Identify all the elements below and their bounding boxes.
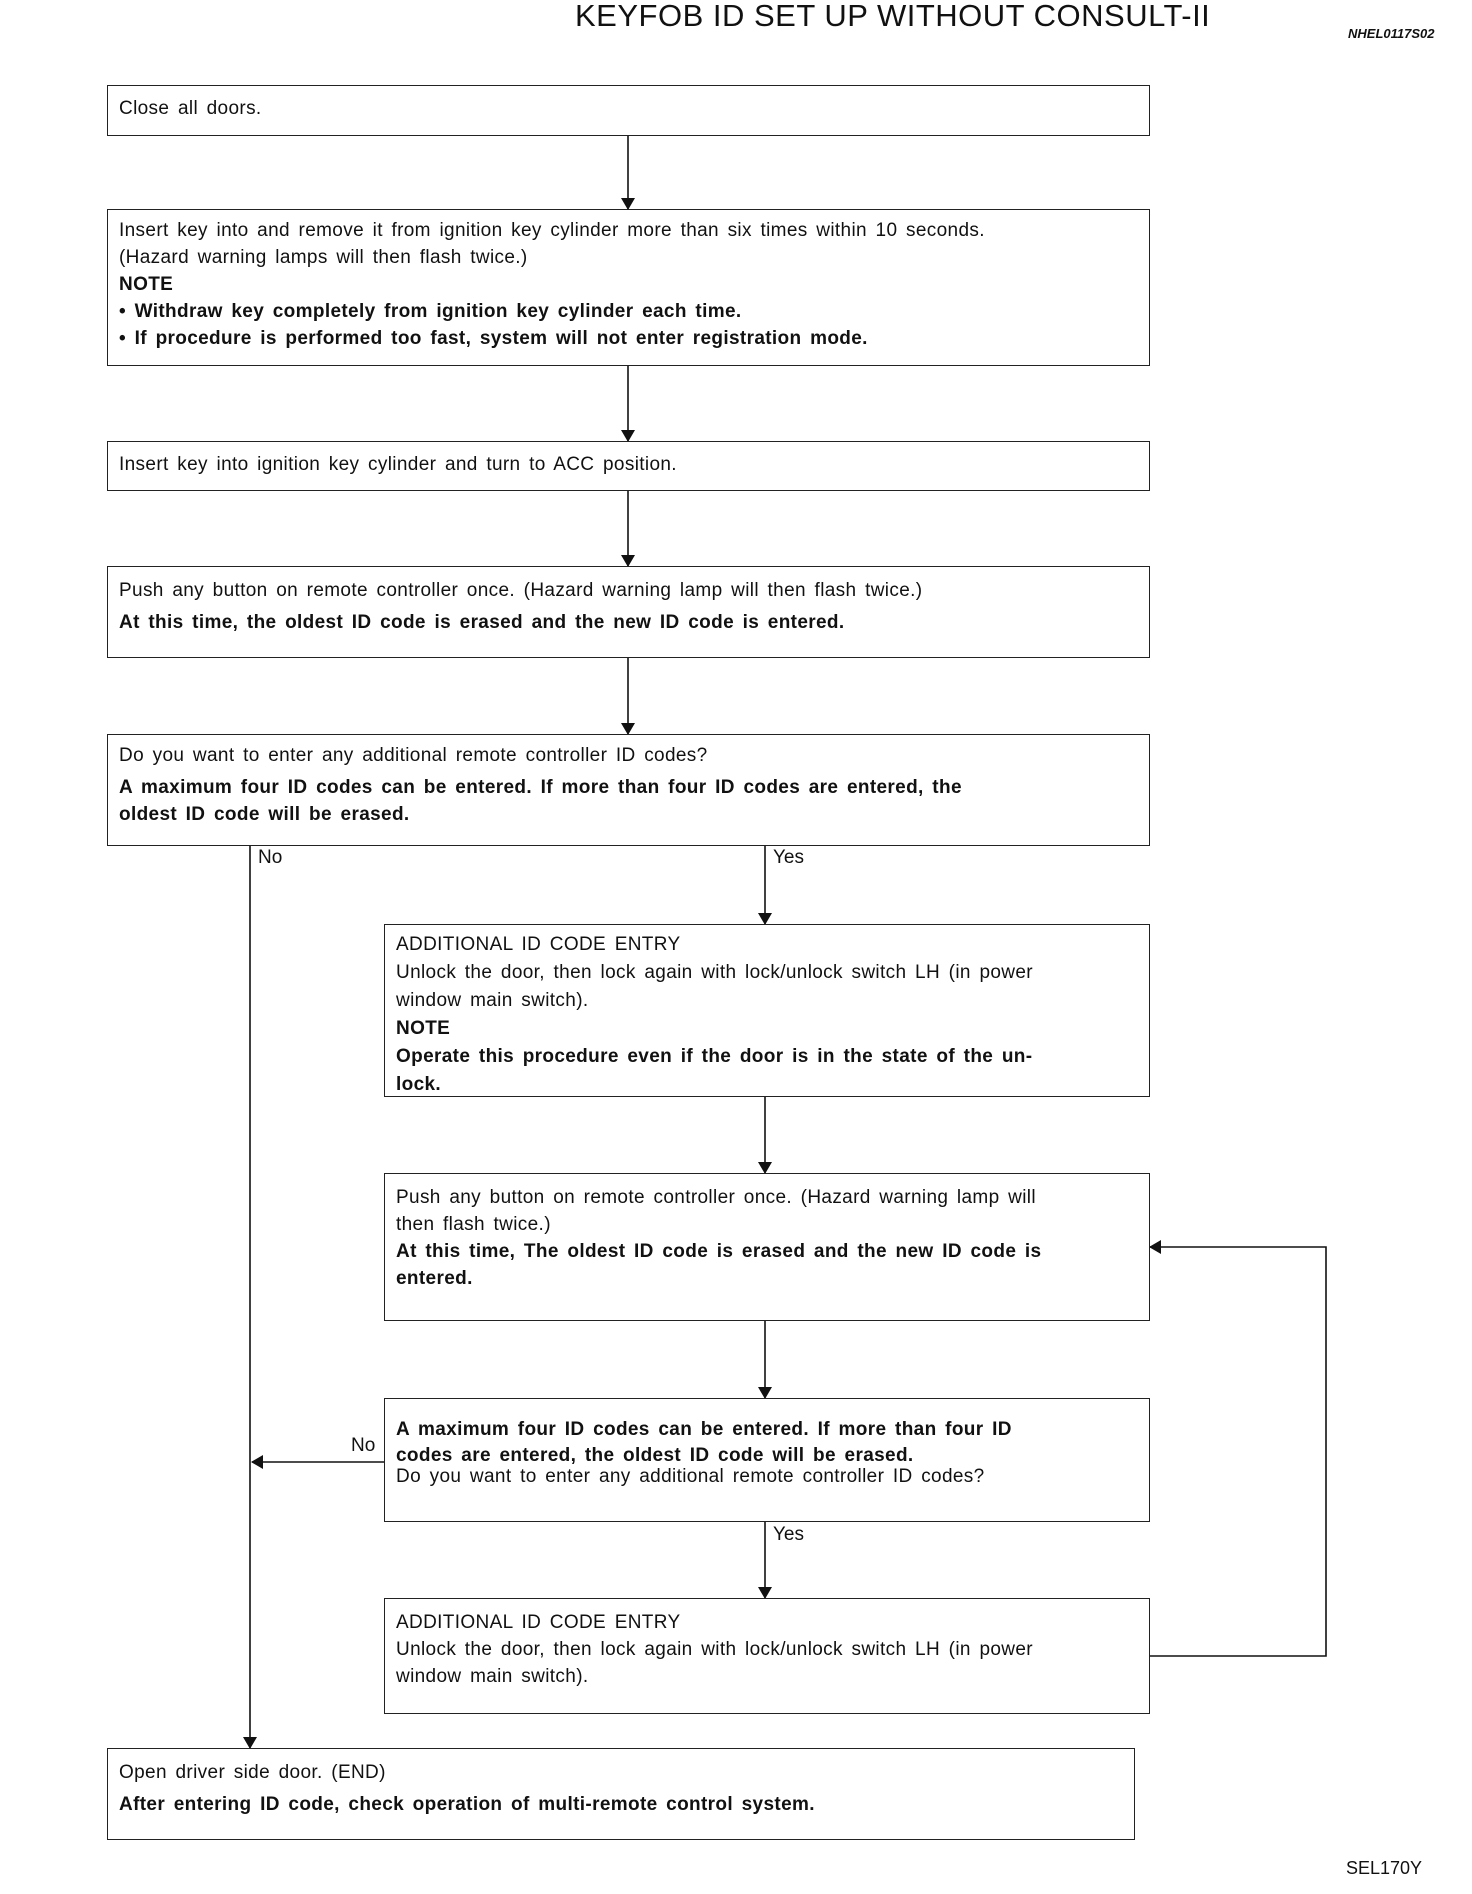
step-text: then flash twice.)	[396, 1214, 551, 1235]
step-bold-text: entered.	[396, 1268, 473, 1289]
note-text: lock.	[396, 1074, 442, 1095]
reference-code: NHEL0117S02	[1348, 26, 1435, 41]
entry-title: ADDITIONAL ID CODE ENTRY	[396, 934, 681, 955]
step-text: Push any button on remote controller onc…	[119, 580, 923, 601]
step-text: Unlock the door, then lock again with lo…	[396, 962, 1033, 983]
label-yes-2: Yes	[773, 1524, 804, 1545]
step-insert-remove-key: Insert key into and remove it from ignit…	[107, 209, 1150, 366]
step-text: (Hazard warning lamps will then flash tw…	[119, 247, 528, 268]
question-bold-text: A maximum four ID codes can be entered. …	[396, 1419, 1012, 1440]
page-title: KEYFOB ID SET UP WITHOUT CONSULT-II	[575, 0, 1211, 33]
note-label: NOTE	[396, 1018, 451, 1039]
arrow-loop-back	[1148, 1240, 1327, 1657]
step-text: Insert key into and remove it from ignit…	[119, 220, 985, 241]
decision-additional-codes-2: A maximum four ID codes can be entered. …	[384, 1398, 1150, 1522]
step-text: window main switch).	[396, 1666, 589, 1687]
step-additional-entry-2: ADDITIONAL ID CODE ENTRY Unlock the door…	[384, 1598, 1150, 1714]
step-bold-text: After entering ID code, check operation …	[119, 1794, 815, 1815]
decision-additional-codes: Do you want to enter any additional remo…	[107, 734, 1150, 846]
question-bold-text: oldest ID code will be erased.	[119, 804, 410, 825]
step-text: Unlock the door, then lock again with lo…	[396, 1639, 1033, 1660]
step-text: Close all doors.	[119, 98, 262, 119]
note-text: • If procedure is performed too fast, sy…	[119, 328, 868, 349]
step-push-button-2: Push any button on remote controller onc…	[384, 1173, 1150, 1321]
step-bold-text: At this time, The oldest ID code is eras…	[396, 1241, 1042, 1262]
note-text: Operate this procedure even if the door …	[396, 1046, 1033, 1067]
step-text: Push any button on remote controller onc…	[396, 1187, 1036, 1208]
question-bold-text: codes are entered, the oldest ID code wi…	[396, 1445, 914, 1466]
step-end: Open driver side door. (END) After enter…	[107, 1748, 1135, 1840]
question-text: Do you want to enter any additional remo…	[396, 1466, 985, 1487]
entry-title: ADDITIONAL ID CODE ENTRY	[396, 1612, 681, 1633]
note-text: • Withdraw key completely from ignition …	[119, 301, 742, 322]
figure-code: SEL170Y	[1346, 1858, 1423, 1878]
step-insert-acc: Insert key into ignition key cylinder an…	[107, 441, 1150, 491]
step-push-button: Push any button on remote controller onc…	[107, 566, 1150, 658]
step-text: window main switch).	[396, 990, 589, 1011]
step-text: Open driver side door. (END)	[119, 1762, 386, 1783]
label-yes: Yes	[773, 847, 804, 868]
question-text: Do you want to enter any additional remo…	[119, 745, 708, 766]
label-no-2: No	[351, 1435, 376, 1456]
label-no: No	[258, 847, 283, 868]
step-additional-entry-1: ADDITIONAL ID CODE ENTRY Unlock the door…	[384, 924, 1150, 1097]
step-close-doors: Close all doors.	[107, 85, 1150, 136]
question-bold-text: A maximum four ID codes can be entered. …	[119, 777, 962, 798]
note-label: NOTE	[119, 274, 174, 295]
step-bold-text: At this time, the oldest ID code is eras…	[119, 612, 845, 633]
step-text: Insert key into ignition key cylinder an…	[119, 454, 677, 475]
